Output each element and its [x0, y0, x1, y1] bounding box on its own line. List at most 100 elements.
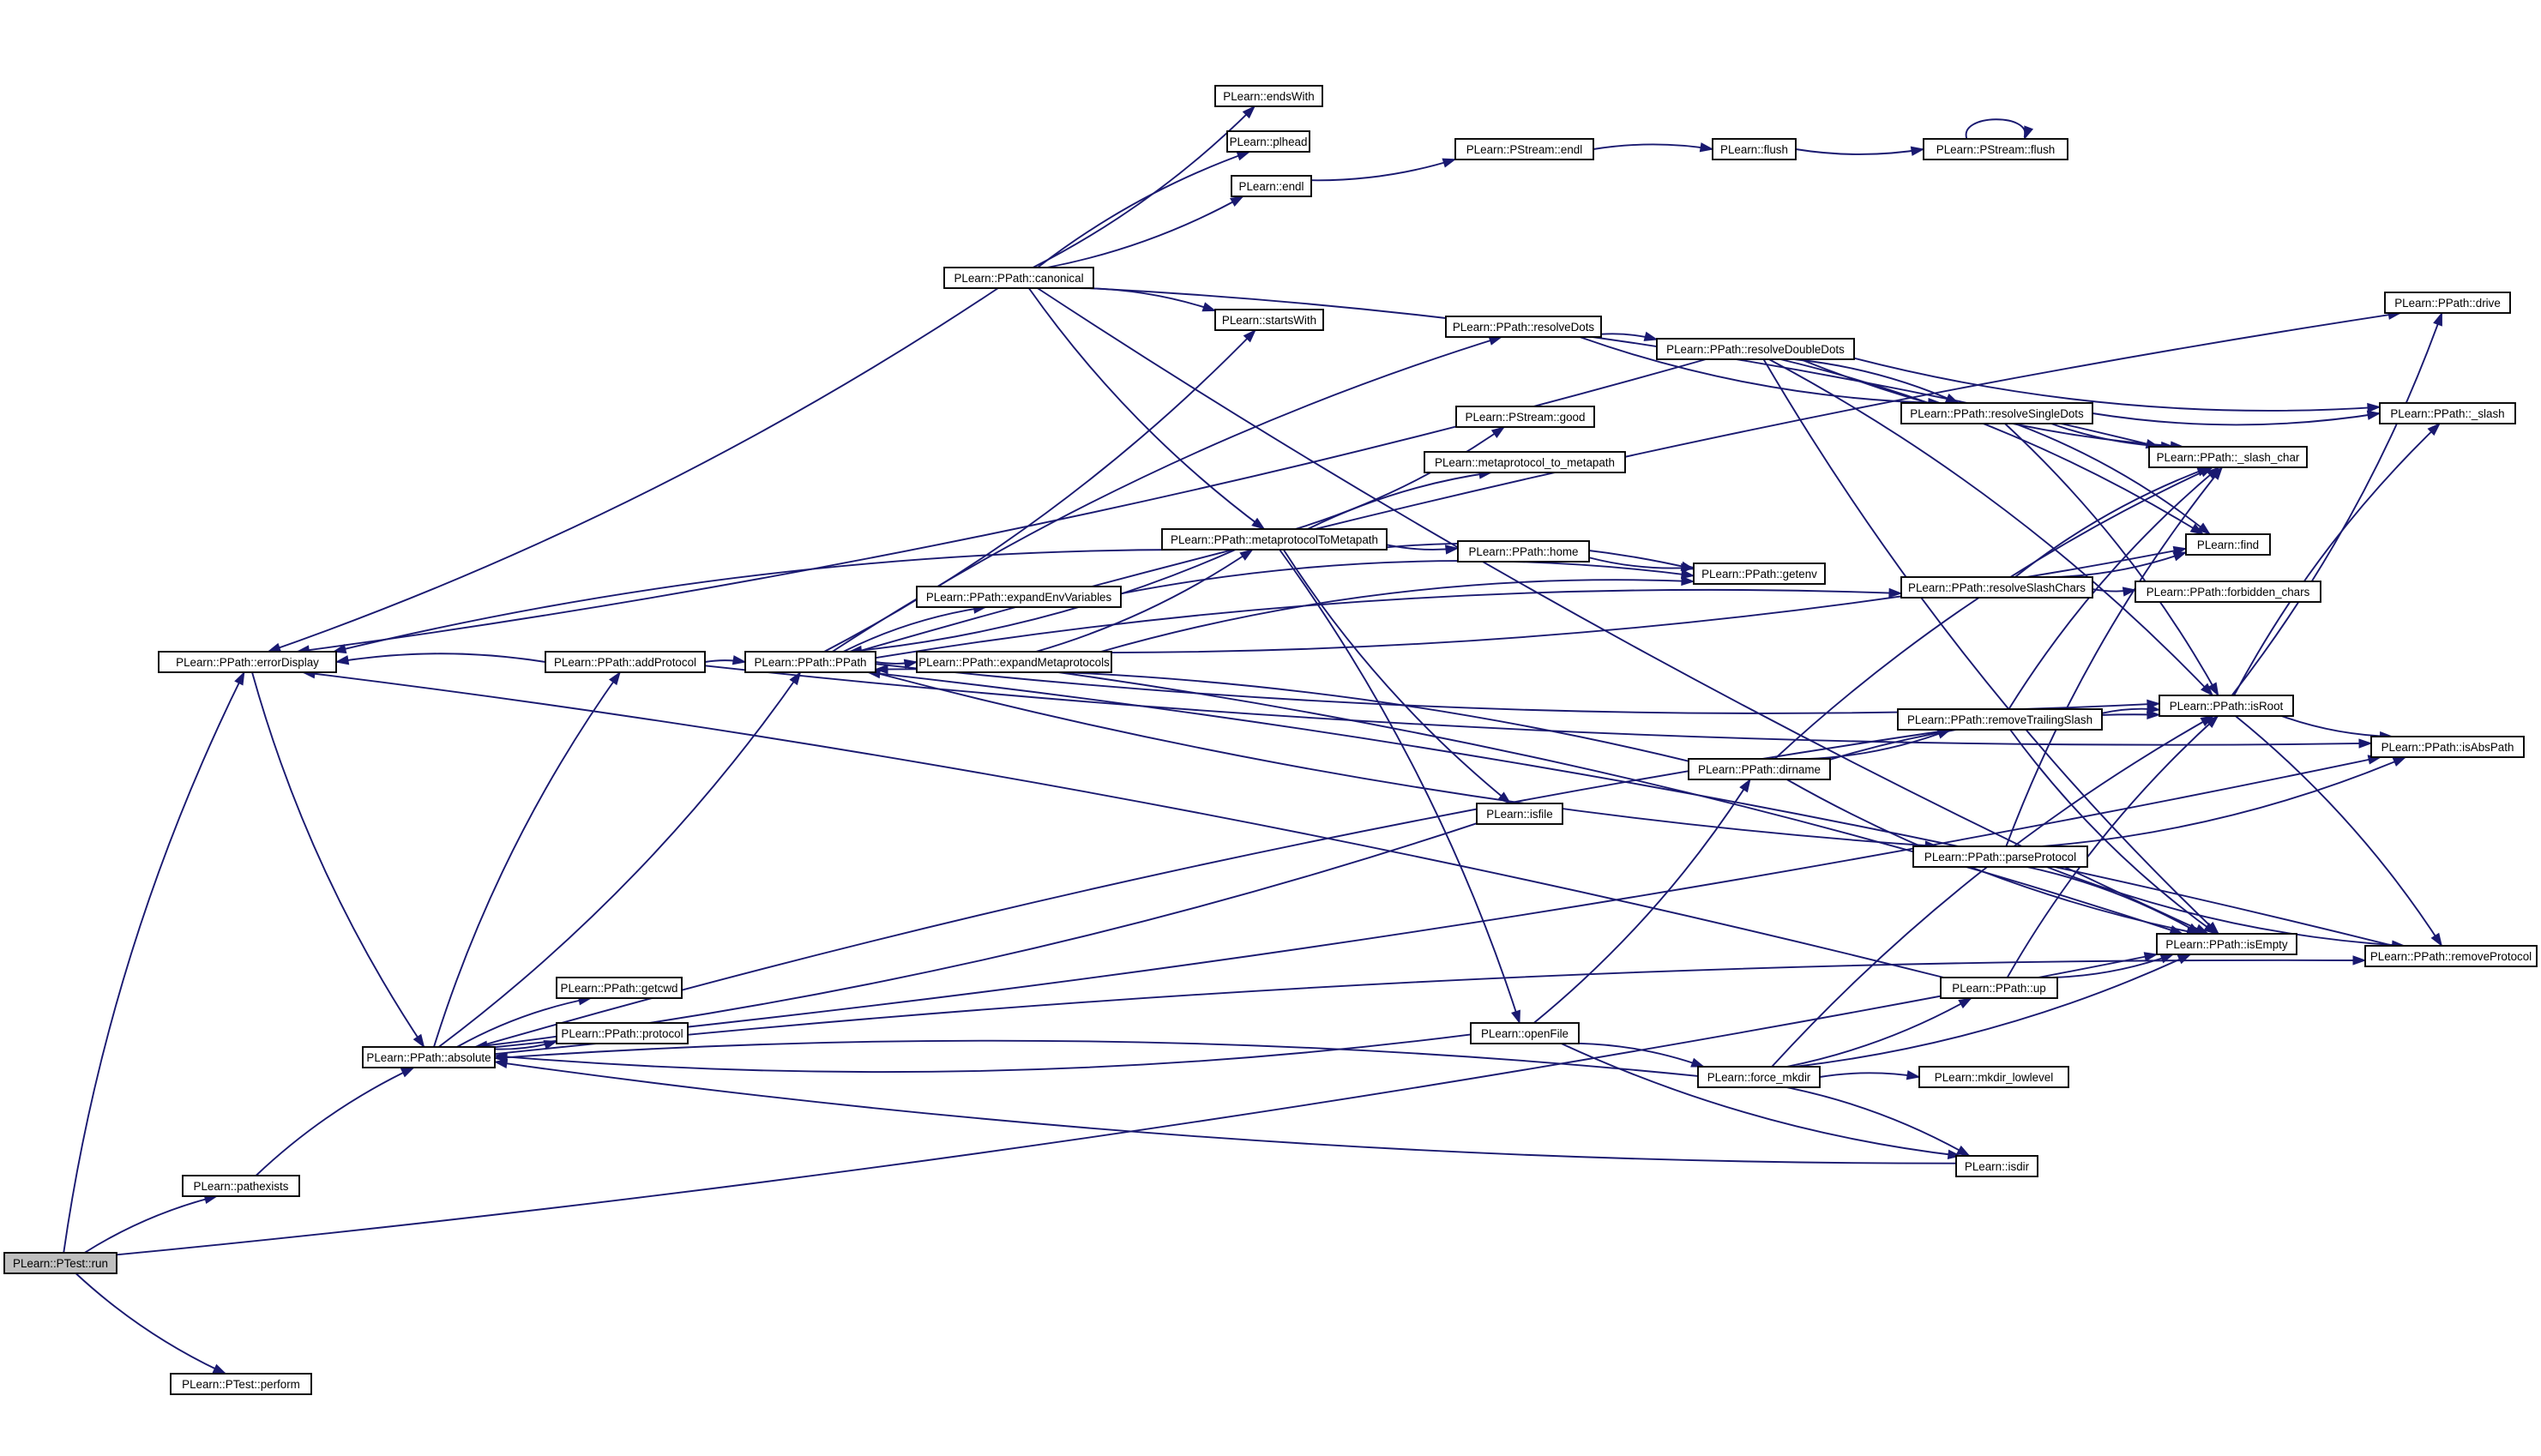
node-label: PLearn::PPath::expandEnvVariables: [926, 591, 1112, 604]
node-flush[interactable]: PLearn::flush: [1712, 138, 1797, 160]
edge-canonical-to-endsWith: [1033, 105, 1255, 268]
node-ptest_perform[interactable]: PLearn::PTest::perform: [170, 1373, 312, 1395]
node-endsWith[interactable]: PLearn::endsWith: [1214, 85, 1323, 107]
node-box: [1470, 1022, 1580, 1044]
node-forbidden_chars[interactable]: PLearn::PPath::forbidden_chars: [2135, 581, 2321, 603]
node-up[interactable]: PLearn::PPath::up: [1940, 977, 2058, 999]
node-resolveDots[interactable]: PLearn::PPath::resolveDots: [1445, 316, 1602, 338]
node-label: PLearn::startsWith: [1222, 314, 1316, 327]
node-label: PLearn::PPath::getenv: [1701, 568, 1817, 581]
node-box: [916, 651, 1112, 673]
node-label: PLearn::find: [2197, 538, 2259, 551]
edge-openFile-to-absolute: [494, 1033, 1472, 1074]
edge-ptest_run-to-errorDisplay: [63, 671, 245, 1254]
node-box: [2156, 933, 2297, 955]
node-label: PLearn::PPath::protocol: [561, 1027, 683, 1040]
node-label: PLearn::PStream::good: [1466, 411, 1586, 424]
edge-flush-to-pstream_flush-arrowhead: [1910, 146, 1925, 156]
edge-removeProtocol-to-PPath: [867, 671, 2394, 947]
node-label: PLearn::PStream::flush: [1936, 143, 2055, 156]
edge-force_mkdir-to-isEmpty-arrowhead: [2177, 954, 2192, 965]
edge-absolute-to-addProtocol: [433, 671, 621, 1048]
edge-metaprotocolToMetapath-to-metaprotocol_to_metapath: [1307, 472, 1492, 530]
edge-absolute-to-removeProtocol-arrowhead: [2352, 955, 2367, 966]
node-startsWith[interactable]: PLearn::startsWith: [1214, 309, 1324, 331]
edge-force_mkdir-to-isEmpty: [1795, 954, 2191, 1068]
edge-expandEnvVariables-to-getenv: [1120, 560, 1695, 595]
node-metaprotocol_to_metapath[interactable]: PLearn::metaprotocol_to_metapath: [1424, 451, 1626, 473]
edge-parseProtocol-to-isAbsPath: [2042, 756, 2406, 847]
node-resolveSingleDots[interactable]: PLearn::PPath::resolveSingleDots: [1900, 402, 2093, 424]
node-isfile[interactable]: PLearn::isfile: [1476, 803, 1563, 825]
edge-flush-to-pstream_flush: [1795, 148, 1924, 155]
node-label: PLearn::PPath::metaprotocolToMetapath: [1171, 533, 1378, 546]
node-openFile[interactable]: PLearn::openFile: [1470, 1022, 1580, 1044]
node-mkdir_lowlevel[interactable]: PLearn::mkdir_lowlevel: [1918, 1066, 2069, 1088]
node-removeProtocol[interactable]: PLearn::PPath::removeProtocol: [2364, 945, 2538, 967]
node-box: [1918, 1066, 2069, 1088]
node-box: [2148, 446, 2308, 468]
node-canonical[interactable]: PLearn::PPath::canonical: [943, 267, 1094, 289]
node-resolveSlashChars[interactable]: PLearn::PPath::resolveSlashChars: [1900, 576, 2093, 599]
edge-removeTrailingSlash-to-isEmpty-arrowhead: [2203, 922, 2218, 935]
node-plhead[interactable]: PLearn::plhead: [1226, 130, 1310, 153]
edge-isRoot-to-removeProtocol: [2235, 715, 2443, 947]
node-box: [545, 651, 706, 673]
node-metaprotocolToMetapath[interactable]: PLearn::PPath::metaprotocolToMetapath: [1161, 528, 1388, 551]
edge-force_mkdir-to-mkdir_lowlevel-arrowhead: [1906, 1070, 1921, 1080]
node-box: [1923, 138, 2068, 160]
node-pathexists[interactable]: PLearn::pathexists: [182, 1175, 300, 1197]
node-pstream_flush[interactable]: PLearn::PStream::flush: [1923, 138, 2068, 160]
node-resolveDoubleDots[interactable]: PLearn::PPath::resolveDoubleDots: [1656, 338, 1855, 360]
node-errorDisplay[interactable]: PLearn::PPath::errorDisplay: [158, 651, 337, 673]
node-box: [1476, 803, 1563, 825]
node-parseProtocol[interactable]: PLearn::PPath::parseProtocol: [1912, 845, 2088, 868]
edge-force_mkdir-to-up-arrowhead: [1958, 997, 1972, 1009]
node-isEmpty[interactable]: PLearn::PPath::isEmpty: [2156, 933, 2297, 955]
edge-force_mkdir-to-isRoot-arrowhead: [2200, 715, 2215, 727]
node-removeTrailingSlash[interactable]: PLearn::PPath::removeTrailingSlash: [1897, 708, 2103, 731]
edge-addProtocol-to-isAbsPath-arrowhead: [2358, 738, 2373, 749]
node-box: [1214, 309, 1324, 331]
node-dirname[interactable]: PLearn::PPath::dirname: [1688, 758, 1831, 780]
node-label: PLearn::PPath::canonical: [954, 272, 1083, 285]
node-box: [1900, 576, 2093, 599]
node-label: PLearn::PPath::drive: [2394, 297, 2501, 310]
edge-absolute-to-isAbsPath: [494, 756, 2381, 1049]
edge-resolveDoubleDots-to-slash: [1853, 357, 2381, 412]
node-isRoot[interactable]: PLearn::PPath::isRoot: [2159, 695, 2294, 717]
node-isdir[interactable]: PLearn::isdir: [1955, 1155, 2038, 1177]
node-box: [1454, 138, 1594, 160]
node-label: PLearn::isdir: [1965, 1160, 2030, 1173]
node-slash[interactable]: PLearn::PPath::_slash: [2379, 402, 2516, 424]
edge-resolveDoubleDots-to-resolveSingleDots: [1793, 358, 1959, 404]
node-label: PLearn::PPath::removeProtocol: [2370, 950, 2532, 963]
node-getcwd[interactable]: PLearn::PPath::getcwd: [556, 977, 683, 999]
node-box: [744, 651, 876, 673]
node-PPath[interactable]: PLearn::PPath::PPath: [744, 651, 876, 673]
edge-ptest_run-to-ptest_perform-arrowhead: [212, 1363, 227, 1375]
node-isAbsPath[interactable]: PLearn::PPath::isAbsPath: [2370, 736, 2525, 758]
node-pstream_good[interactable]: PLearn::PStream::good: [1455, 406, 1595, 428]
node-drive[interactable]: PLearn::PPath::drive: [2384, 292, 2511, 314]
node-home[interactable]: PLearn::PPath::home: [1457, 540, 1590, 563]
node-addProtocol[interactable]: PLearn::PPath::addProtocol: [545, 651, 706, 673]
node-find[interactable]: PLearn::find: [2185, 533, 2271, 556]
edge-up-to-isRoot-arrowhead: [2205, 715, 2219, 728]
node-endl[interactable]: PLearn::endl: [1231, 175, 1312, 197]
node-slash_char[interactable]: PLearn::PPath::_slash_char: [2148, 446, 2308, 468]
node-label: PLearn::PPath::parseProtocol: [1924, 851, 2076, 863]
node-force_mkdir[interactable]: PLearn::force_mkdir: [1697, 1066, 1821, 1088]
node-ptest_run[interactable]: PLearn::PTest::run: [3, 1252, 117, 1274]
node-pstream_endl[interactable]: PLearn::PStream::endl: [1454, 138, 1594, 160]
node-protocol[interactable]: PLearn::PPath::protocol: [556, 1022, 689, 1044]
edge-canonical-to-endl-arrowhead: [1230, 196, 1244, 208]
node-expandMetaprotocols[interactable]: PLearn::PPath::expandMetaprotocols: [916, 651, 1112, 673]
node-getenv[interactable]: PLearn::PPath::getenv: [1693, 563, 1826, 585]
edge-force_mkdir-to-up: [1786, 997, 1972, 1068]
node-label: PLearn::plhead: [1230, 135, 1308, 148]
node-expandEnvVariables[interactable]: PLearn::PPath::expandEnvVariables: [916, 586, 1122, 608]
node-box: [3, 1252, 117, 1274]
edge-pstream_endl-to-flush: [1593, 143, 1713, 150]
node-absolute[interactable]: PLearn::PPath::absolute: [362, 1046, 496, 1068]
